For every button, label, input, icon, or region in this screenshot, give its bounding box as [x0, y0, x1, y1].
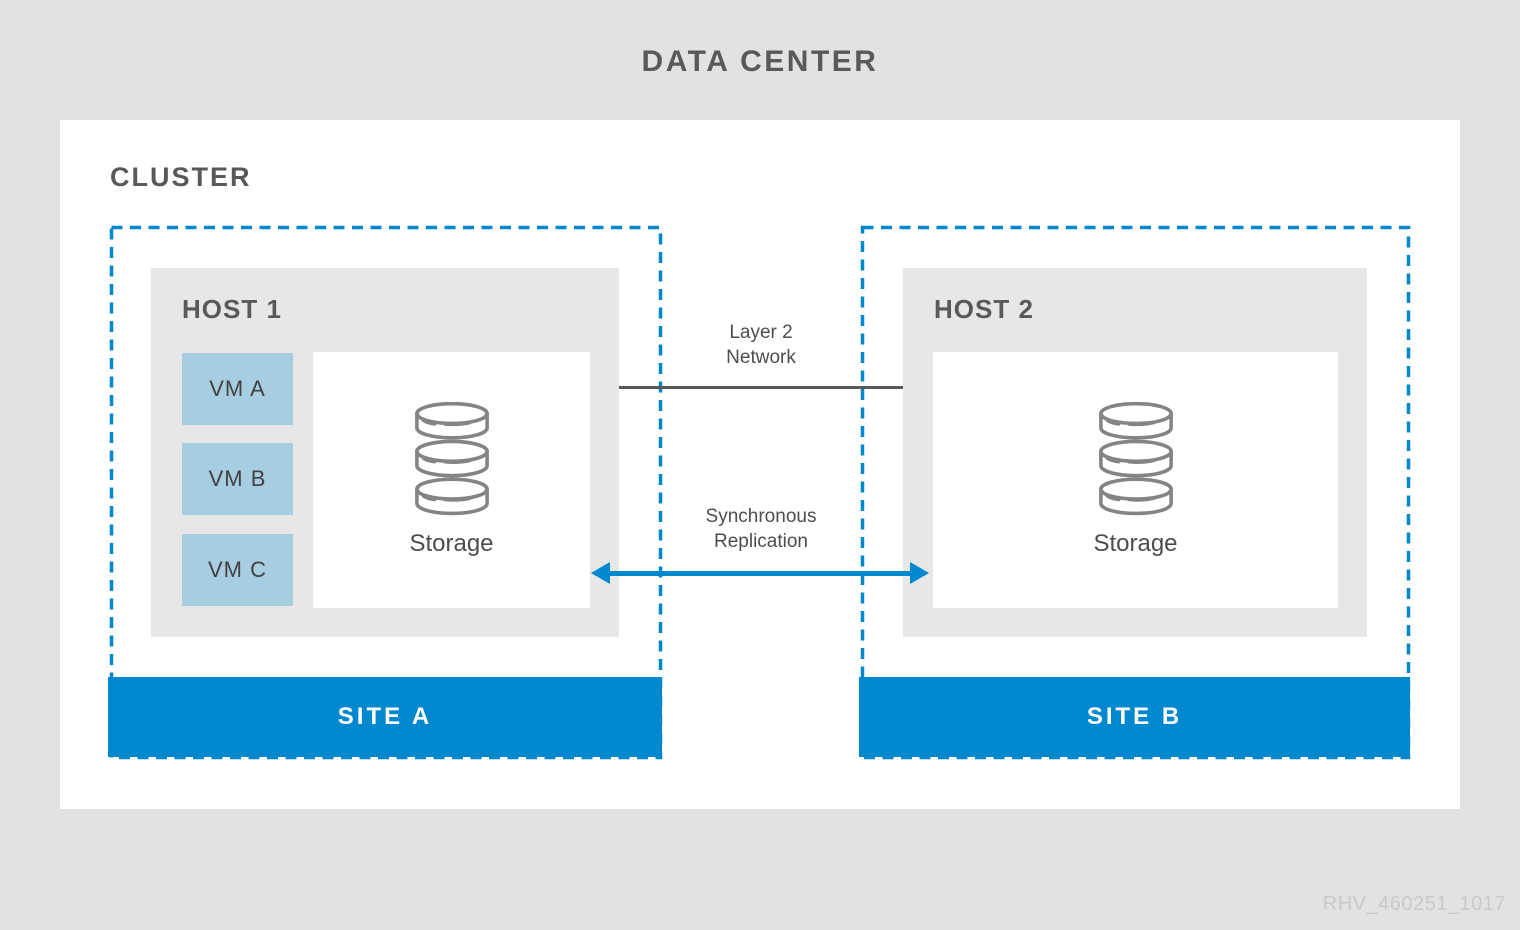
host-2-box: HOST 2	[903, 268, 1367, 637]
layer2-network-label-line2: Network	[726, 347, 796, 368]
site-a-bar: SITE A	[108, 677, 662, 757]
host-2-storage-box: Storage	[933, 352, 1338, 608]
page-title: DATA CENTER	[641, 45, 879, 78]
host-2-storage-label: Storage	[1093, 530, 1178, 557]
arrow-right-head-icon	[910, 562, 929, 584]
replication-double-arrow	[591, 562, 929, 585]
storage-database-icon	[414, 402, 489, 516]
storage-database-icon	[1098, 402, 1173, 516]
synchronous-replication-label: Synchronous Replication	[619, 504, 903, 554]
site-b-dashed-boundary	[860, 225, 1411, 760]
synchronous-replication-label-line1: Synchronous	[705, 506, 817, 527]
host-1-storage-label: Storage	[409, 530, 494, 557]
arrow-shaft	[605, 571, 915, 576]
layer2-network-line	[619, 386, 903, 389]
vm-b-box: VM B	[182, 443, 293, 515]
host-1-storage-box: Storage	[313, 352, 590, 608]
synchronous-replication-label-line2: Replication	[714, 531, 808, 552]
site-a-dashed-boundary	[109, 225, 663, 760]
layer2-network-label: Layer 2 Network	[619, 320, 903, 370]
host-1-label: HOST 1	[182, 294, 282, 324]
cluster-label: CLUSTER	[110, 162, 252, 192]
site-b-bar: SITE B	[859, 677, 1410, 757]
vm-a-box: VM A	[182, 353, 293, 425]
watermark-text: RHV_460251_1017	[1322, 893, 1506, 915]
layer2-network-label-line1: Layer 2	[729, 322, 793, 343]
host-1-box: HOST 1 VM A VM B VM C	[151, 268, 619, 637]
vm-c-box: VM C	[182, 534, 293, 606]
cluster-container: CLUSTER HOST 1 VM A VM B VM C	[60, 120, 1460, 809]
host-2-label: HOST 2	[934, 294, 1034, 324]
arrow-left-head-icon	[591, 562, 610, 584]
